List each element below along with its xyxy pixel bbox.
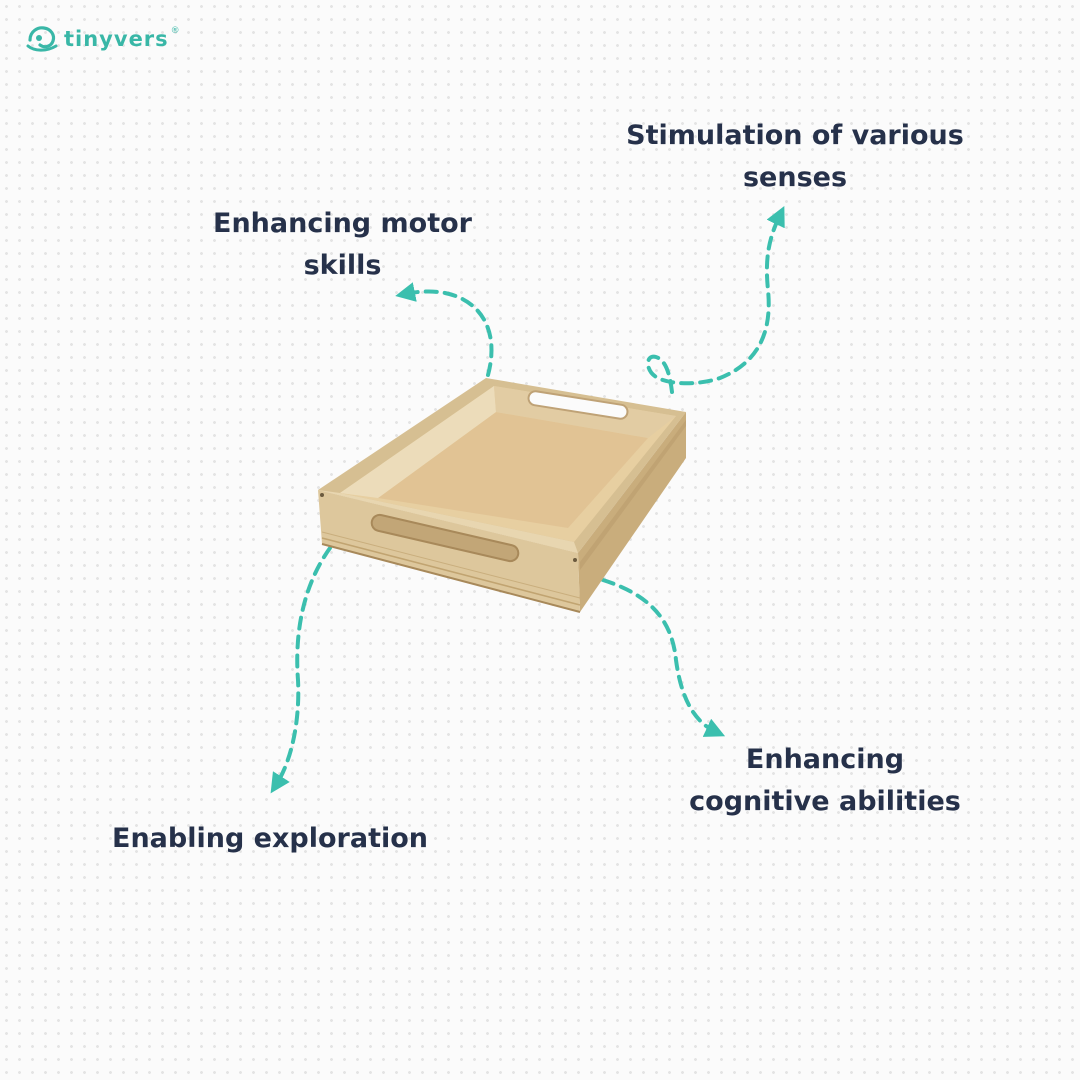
arrow-exploration xyxy=(270,546,332,794)
label-senses-line1: Stimulation of various xyxy=(626,120,964,151)
brand-logo: tinyvers ® xyxy=(26,24,180,54)
label-cognitive-line1: Enhancing xyxy=(745,744,905,775)
label-cognitive-line2: cognitive abilities xyxy=(689,786,961,817)
registered-mark: ® xyxy=(170,26,180,36)
label-senses-line2: senses xyxy=(742,162,848,193)
label-motor-line2: skills xyxy=(303,250,382,281)
arrow-cognitive xyxy=(601,578,726,737)
label-exploration-line1: Enabling exploration xyxy=(112,823,428,854)
arrow-senses xyxy=(646,205,785,394)
label-enabling-exploration: Enabling exploration xyxy=(100,818,440,860)
label-enhancing-cognitive-abilities: Enhancing cognitive abilities xyxy=(660,739,990,823)
wooden-tray-illustration xyxy=(318,378,686,613)
brand-name: tinyvers xyxy=(64,27,169,51)
label-motor-line1: Enhancing motor xyxy=(213,208,472,239)
label-enhancing-motor-skills: Enhancing motor skills xyxy=(190,203,495,287)
arrow-motor-skills xyxy=(395,282,494,377)
tinyvers-logo-icon xyxy=(26,26,58,52)
label-stimulation-of-senses: Stimulation of various senses xyxy=(600,115,990,199)
